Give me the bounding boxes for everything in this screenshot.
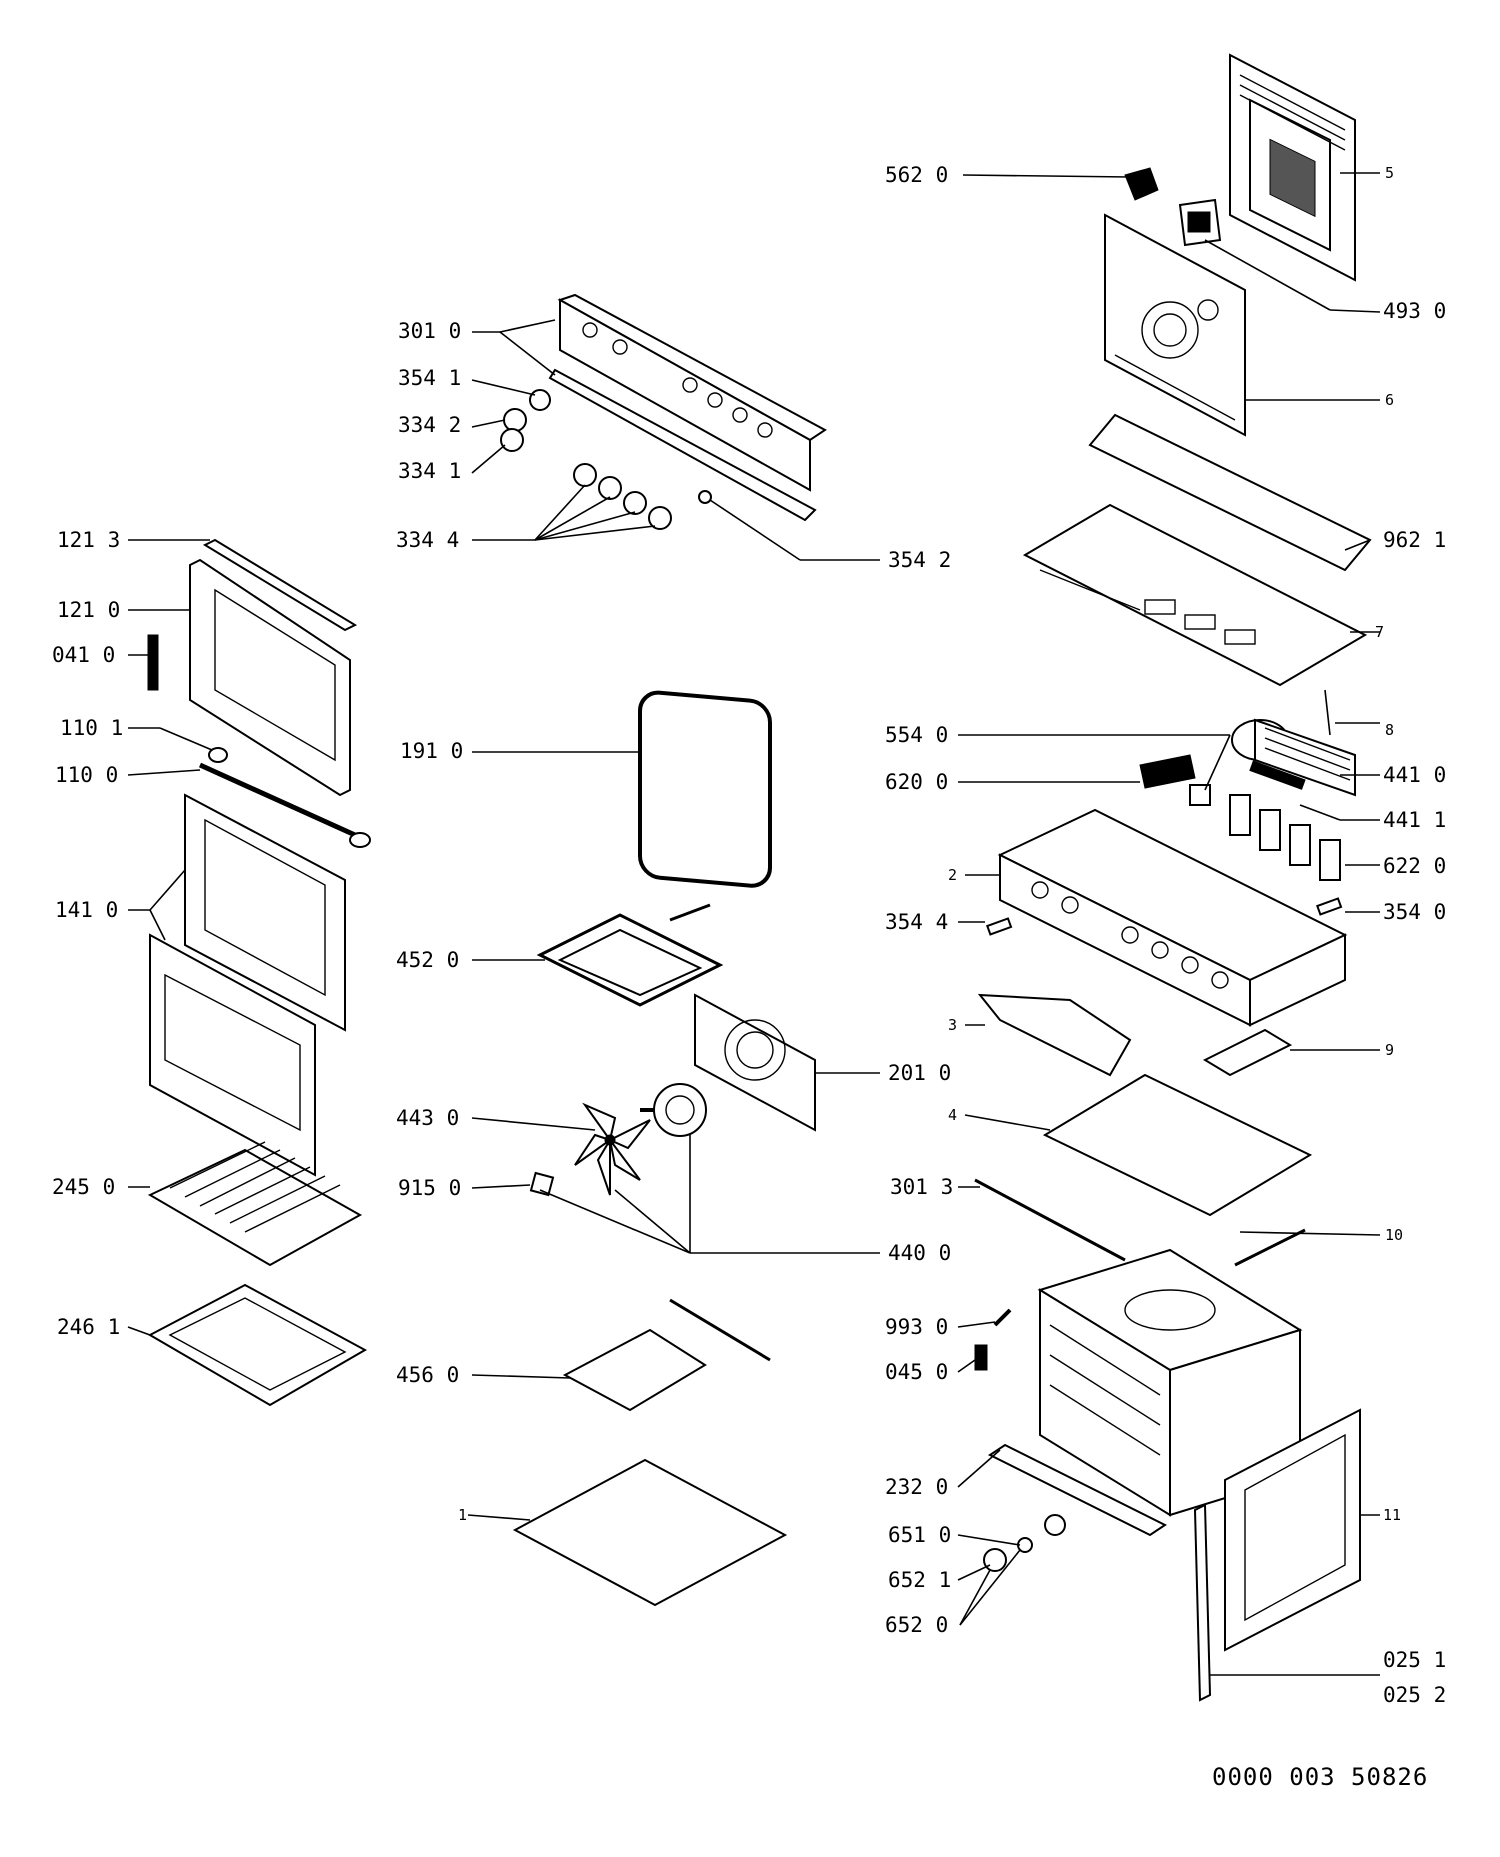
part-440-fan-motor [640, 1083, 707, 1137]
part-441-blower [1231, 689, 1356, 797]
part-456-lower-element [562, 1298, 771, 1412]
part-443-fan-blade [574, 1102, 651, 1196]
label-443-0: 443 0 [396, 1106, 459, 1130]
label-6: 6 [1385, 391, 1394, 409]
label-191-0: 191 0 [400, 739, 463, 763]
label-121-3: 121 3 [57, 528, 120, 552]
label-334-4: 334 4 [396, 528, 459, 552]
label-5: 5 [1385, 164, 1394, 182]
part-191-door-seal [638, 690, 772, 888]
label-440-0: 440 0 [888, 1241, 951, 1265]
part-301-3-bar [974, 1178, 1126, 1262]
label-651-0: 651 0 [888, 1523, 951, 1547]
part-554-switch [1189, 784, 1211, 806]
part-201-fan-cover [694, 993, 816, 1132]
part-301-control-panel [548, 293, 827, 522]
label-441-0: 441 0 [1383, 763, 1446, 787]
part-651-switch [1017, 1514, 1066, 1553]
label-045-0: 045 0 [885, 1360, 948, 1384]
part-354-0-lamp [1316, 897, 1343, 916]
label-354-4: 354 4 [885, 910, 948, 934]
label-993-0: 993 0 [885, 1315, 948, 1339]
label-962-1: 962 1 [1383, 528, 1446, 552]
label-620-0: 620 0 [885, 770, 948, 794]
part-1-bottom-plate [512, 1458, 788, 1607]
part-993-screw [993, 1308, 1012, 1327]
label-301-0: 301 0 [398, 319, 461, 343]
label-9: 9 [1385, 1041, 1394, 1059]
label-141-0: 141 0 [55, 898, 118, 922]
label-201-0: 201 0 [888, 1061, 951, 1085]
part-620-relay [1139, 754, 1196, 789]
leader-lines [127, 172, 1381, 1676]
part-025-side-strip [1193, 1503, 1212, 1702]
label-232-0: 232 0 [885, 1475, 948, 1499]
label-334-1: 334 1 [398, 459, 461, 483]
label-652-1: 652 1 [888, 1568, 951, 1592]
part-245-wire-rack [147, 1141, 363, 1267]
label-11: 11 [1383, 1506, 1401, 1524]
part-121-3-strip [202, 538, 358, 632]
part-141-door-glass [149, 793, 346, 1177]
part-4-tray [1042, 1073, 1313, 1217]
part-232-strip [988, 1443, 1167, 1537]
part-246-baking-tray [147, 1283, 368, 1407]
part-562-clip [1124, 167, 1159, 201]
label-334-2: 334 2 [398, 413, 461, 437]
part-110-handle [198, 747, 371, 848]
part-045-clip [974, 1344, 988, 1371]
label-1: 1 [458, 1506, 467, 1524]
part-10-strip [1234, 1228, 1306, 1267]
part-452-grill-element [536, 903, 724, 1007]
part-334-knobs [500, 389, 712, 530]
label-025-1: 025 1 [1383, 1648, 1446, 1672]
label-441-1: 441 1 [1383, 808, 1446, 832]
label-245-0: 245 0 [52, 1175, 115, 1199]
label-452-0: 452 0 [396, 948, 459, 972]
label-915-0: 915 0 [398, 1176, 461, 1200]
part-11-side-panel [1224, 1408, 1361, 1652]
part-labels: 562 0 5 493 0 6 301 0 354 1 334 2 334 1 … [52, 163, 1446, 1707]
label-7: 7 [1375, 623, 1384, 641]
part-652-knob [983, 1548, 1007, 1572]
part-6-rear-inner-panel [1104, 213, 1246, 437]
part-915-nut [529, 1171, 555, 1197]
part-oven-cavity [1037, 1248, 1303, 1517]
part-493-transformer [1178, 198, 1222, 247]
label-354-1: 354 1 [398, 366, 461, 390]
part-041-hinge [147, 634, 159, 691]
part-7-top-cover [1022, 503, 1368, 687]
label-121-0: 121 0 [57, 598, 120, 622]
label-354-2: 354 2 [888, 548, 951, 572]
label-562-0: 562 0 [885, 163, 948, 187]
label-110-0: 110 0 [55, 763, 118, 787]
label-025-2: 025 2 [1383, 1683, 1446, 1707]
label-3: 3 [948, 1016, 957, 1034]
label-10: 10 [1385, 1226, 1403, 1244]
label-041-0: 041 0 [52, 643, 115, 667]
label-622-0: 622 0 [1383, 854, 1446, 878]
label-554-0: 554 0 [885, 723, 948, 747]
label-246-1: 246 1 [57, 1315, 120, 1339]
label-2: 2 [948, 866, 957, 884]
label-652-0: 652 0 [885, 1613, 948, 1637]
part-9-rail [1202, 1028, 1293, 1077]
part-3-bracket [977, 993, 1132, 1077]
label-110-1: 110 1 [60, 716, 123, 740]
part-121-0-door-frame [189, 558, 351, 797]
part-622-selector-switches [1229, 794, 1341, 881]
label-354-0: 354 0 [1383, 900, 1446, 924]
label-456-0: 456 0 [396, 1363, 459, 1387]
part-5-rear-cover [1229, 53, 1356, 282]
label-493-0: 493 0 [1383, 299, 1446, 323]
part-2-control-housing [997, 808, 1348, 1027]
label-8: 8 [1385, 721, 1394, 739]
label-301-3: 301 3 [890, 1175, 953, 1199]
label-4: 4 [948, 1106, 957, 1124]
drawing-code: 0000 003 50826 [1212, 1763, 1428, 1791]
part-354-4-lamp [986, 917, 1013, 936]
